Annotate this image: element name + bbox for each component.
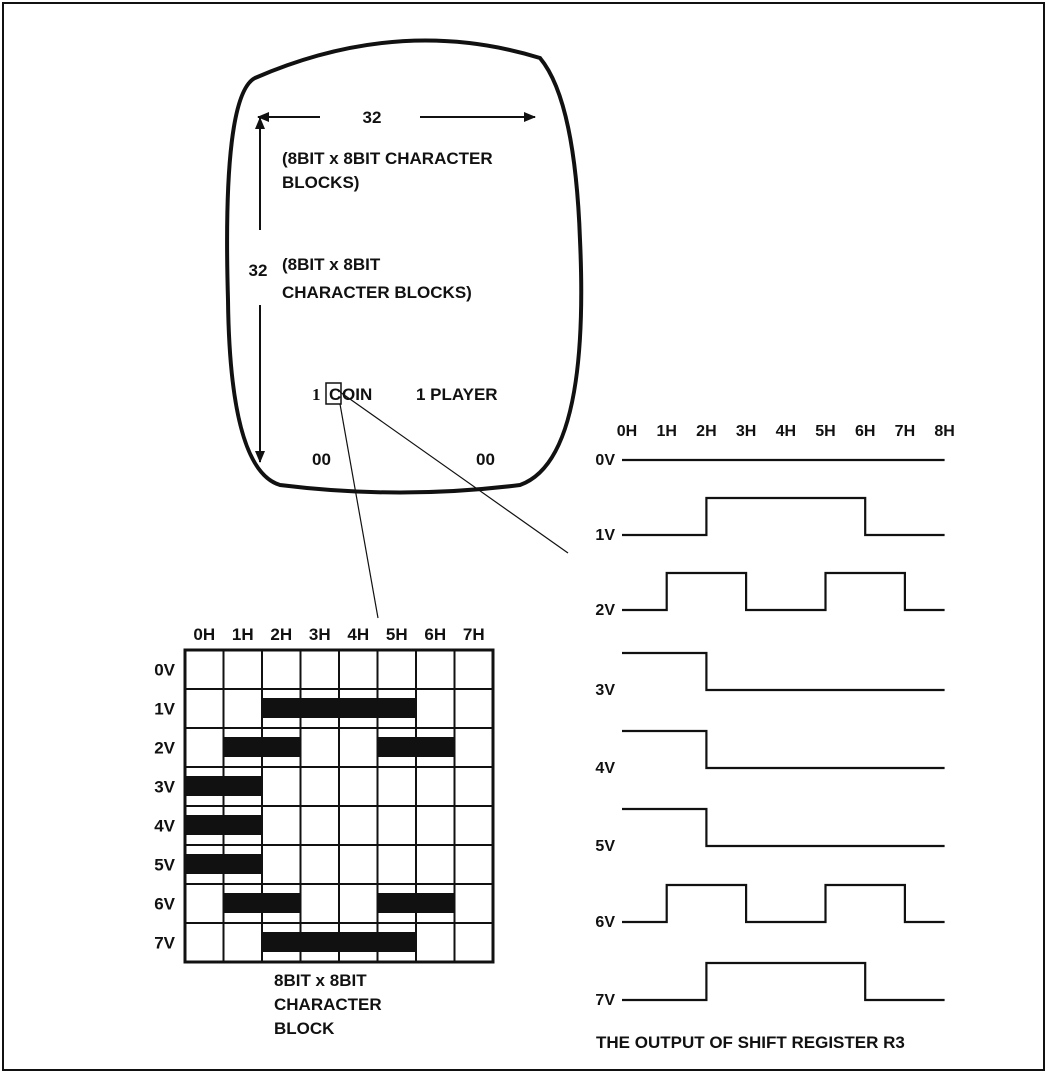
wf-trace <box>622 496 945 537</box>
cb-pixel-on <box>415 893 456 913</box>
waveform-caption: THE OUTPUT OF SHIFT REGISTER R3 <box>596 1033 905 1052</box>
wf-row-label: 2V <box>595 602 615 619</box>
coin-highlight-box <box>325 382 342 405</box>
cb-row-label: 0V <box>154 661 175 680</box>
cb-row-label: 3V <box>154 778 175 797</box>
cb-pixel-on <box>415 737 456 757</box>
wf-column-label: 1H <box>656 423 676 440</box>
wf-row-label: 0V <box>595 452 615 469</box>
cb-pixel-on <box>222 776 263 796</box>
callout-to-waveforms <box>339 391 569 554</box>
wf-trace <box>622 571 945 612</box>
character-block-caption-line2: CHARACTER <box>274 995 382 1014</box>
player-text: 1 PLAYER <box>416 385 498 404</box>
wf-row-label: 6V <box>595 914 615 931</box>
cb-pixel-on <box>184 776 225 796</box>
wf-column-label: 7H <box>895 423 915 440</box>
wf-row-label: 5V <box>595 838 615 855</box>
width-note-line2: BLOCKS) <box>282 173 359 192</box>
character-block: 0H 1H 2H 3H 4H 5H 6H 7H 0V 1V 2V 3V 4V 5V 6V 7V 8BIT x… <box>154 625 495 1038</box>
wf-row-label: 7V <box>595 992 615 1009</box>
wf-column-label: 5H <box>815 423 835 440</box>
cb-column-label: 6H <box>424 625 446 644</box>
wf-row-label: 1V <box>595 527 615 544</box>
width-note-line1: (8BIT x 8BIT CHARACTER <box>282 149 493 168</box>
cb-column-label: 1H <box>232 625 254 644</box>
cb-pixel-on <box>338 932 379 952</box>
cb-column-label: 5H <box>386 625 408 644</box>
tv-screen-outline <box>225 38 584 495</box>
height-note-line2: CHARACTER BLOCKS) <box>282 283 472 302</box>
cb-row-label: 4V <box>154 817 175 836</box>
wf-trace <box>622 651 945 692</box>
coin-rest: OIN <box>342 385 372 404</box>
wf-trace <box>622 961 945 1002</box>
wf-row-label: 3V <box>595 682 615 699</box>
cb-pixel-on <box>261 698 302 718</box>
cb-row-label: 5V <box>154 856 175 875</box>
wf-trace <box>622 883 945 924</box>
cb-pixel-on <box>376 698 417 718</box>
cb-pixel-on <box>261 932 302 952</box>
cb-column-label: 2H <box>270 625 292 644</box>
score-left: 00 <box>312 450 331 469</box>
wf-trace <box>622 807 945 848</box>
cb-pixel-on <box>222 737 263 757</box>
width-count: 32 <box>363 108 382 127</box>
cb-row-label: 6V <box>154 895 175 914</box>
cb-pixel-on <box>261 737 302 757</box>
coin-prefix: 1 <box>312 385 321 404</box>
height-note-line1: (8BIT x 8BIT <box>282 255 381 274</box>
tv-screen: 32 (8BIT x 8BIT CHARACTER BLOCKS) 32 (8B… <box>225 38 584 495</box>
wf-column-label: 8H <box>934 423 954 440</box>
cb-column-label: 4H <box>347 625 369 644</box>
score-right: 00 <box>476 450 495 469</box>
waveform-chart: 0H 1H 2H 3H 4H 5H 6H 7H 8H 0V 1V 2V 3V 4V 5V 6V 7V THE … <box>595 423 954 1052</box>
cb-pixel-on <box>299 932 340 952</box>
cb-pixel-on <box>376 932 417 952</box>
coin-boxed-letter: C <box>329 385 341 404</box>
cb-pixel-on <box>376 737 417 757</box>
cb-column-label: 7H <box>463 625 485 644</box>
cb-pixel-on <box>338 698 379 718</box>
cb-column-label: 3H <box>309 625 331 644</box>
wf-column-label: 2H <box>696 423 716 440</box>
wf-row-label: 4V <box>595 760 615 777</box>
callout-to-character-block <box>339 403 379 619</box>
cb-row-label: 7V <box>154 934 175 953</box>
cb-pixel-on <box>222 893 263 913</box>
cb-row-label: 1V <box>154 700 175 719</box>
character-block-caption-line1: 8BIT x 8BIT <box>274 971 367 990</box>
cb-row-label: 2V <box>154 739 175 758</box>
cb-pixel-on <box>376 893 417 913</box>
wf-column-label: 6H <box>855 423 875 440</box>
wf-column-label: 3H <box>736 423 756 440</box>
character-block-caption-line3: BLOCK <box>274 1019 335 1038</box>
cb-pixel-on <box>184 815 225 835</box>
wf-trace <box>622 729 945 770</box>
cb-pixel-on <box>184 854 225 874</box>
wf-column-label: 4H <box>776 423 796 440</box>
wf-column-label: 0H <box>617 423 637 440</box>
cb-pixel-on <box>222 815 263 835</box>
cb-column-label: 0H <box>193 625 215 644</box>
cb-pixel-on <box>261 893 302 913</box>
cb-pixel-on <box>222 854 263 874</box>
height-count: 32 <box>249 261 268 280</box>
cb-pixel-on <box>299 698 340 718</box>
